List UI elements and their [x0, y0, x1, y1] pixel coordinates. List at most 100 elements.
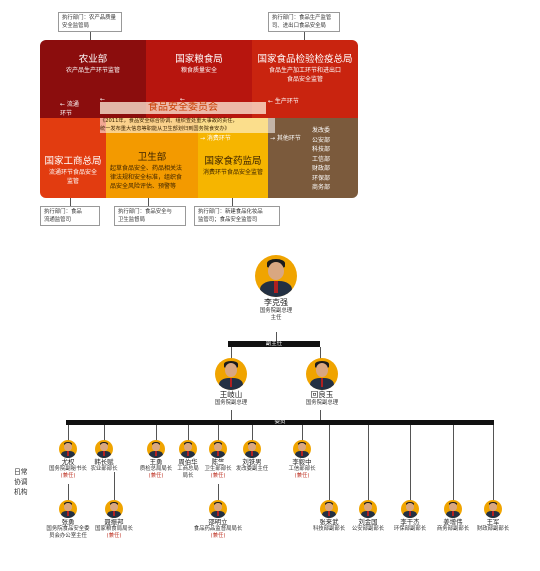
member-card: 李毅中工信部部长(兼任): [270, 440, 334, 480]
member-name: 王军: [486, 518, 500, 526]
cell-saic: 国家工商总局 流通环节食品安全 监管: [40, 118, 106, 198]
grain-sub: 粮食质量安全: [180, 67, 217, 74]
member-name: 张来武: [319, 518, 339, 526]
portrait-icon: [320, 500, 338, 518]
member-card: 张来武科技部副部长: [297, 500, 361, 533]
member-title: 财政部副部长: [476, 526, 510, 532]
connector: [304, 32, 305, 40]
member-title: 工信部部长: [288, 466, 316, 472]
moh-sub: 起草食品安全、药品相关法 律法规和安全标准，组织食 品安全风险评估、预警等: [110, 165, 183, 190]
member-title: 商务部副部长: [436, 526, 470, 532]
connector: [231, 347, 232, 359]
commission-note: 《2011年，食品安全综合协调、组织查处重大事故的责任， 统一发布重大信息等职能…: [100, 118, 275, 133]
portrait-icon: [95, 440, 113, 458]
members-bar: 委员: [66, 419, 494, 425]
member-card: 陈竺卫生部部长(兼任): [186, 440, 250, 480]
leader-left-title: 国务院副总理: [214, 400, 248, 406]
leader-left: 王岐山 国务院副总理: [201, 358, 261, 407]
aqsiq-sub: 食品生产加工环节和进出口 食品安全监管: [268, 67, 341, 83]
member-card: 周伯华工商总局 局长: [156, 440, 220, 480]
portrait-icon: [59, 440, 77, 458]
member-card: 李干杰环保部副部长: [378, 500, 442, 533]
moh-title: 卫生部: [137, 152, 167, 163]
member-name: 刘铁男: [242, 458, 262, 466]
connector: [276, 332, 277, 342]
member-card: 姜增伟商务部副部长: [421, 500, 485, 533]
member-title: 食品药品监督局局长: [193, 526, 243, 532]
connector: [232, 198, 233, 206]
portrait-icon: [293, 440, 311, 458]
connector: [90, 32, 91, 40]
note-agri-exec: 执行部门：农产品质量 安全监管局: [58, 12, 122, 32]
portrait-icon: [243, 440, 261, 458]
other-ministry-item: 财政部: [312, 165, 331, 172]
connector: [320, 410, 321, 420]
other-ministry-item: 科技部: [312, 146, 331, 153]
connector: [114, 472, 115, 500]
note-saic-exec: 执行部门：食品 流通监管司: [40, 206, 100, 226]
other-ministry-item: 环保部: [312, 174, 331, 182]
connector: [493, 425, 494, 501]
note-aqsiq-exec: 执行部门：食品生产监管 司、进出口食品安全局: [268, 12, 340, 32]
connector: [329, 425, 330, 501]
cell-others: [268, 118, 358, 198]
member-name: 周伯华: [178, 458, 198, 466]
cell-aqsiq: 国家食品检验检疫总局 食品生产加工环节和进出口 食品安全监管: [252, 40, 358, 118]
leader-top: 李克强 国务院副总理 主任: [246, 255, 306, 322]
leader-right: 回良玉 国务院副总理: [292, 358, 352, 407]
member-card: 尤权国务院副秘书长(兼任): [36, 440, 100, 480]
other-ministry-item: 商务部: [312, 184, 331, 191]
member-card: 聂振邦国家粮食局局长(兼任): [82, 500, 146, 540]
arrow-back-icon: ←: [180, 96, 186, 103]
connector: [188, 425, 189, 441]
member-card: 王勇质检总局局长(兼任): [124, 440, 188, 480]
connector: [410, 425, 411, 501]
member-name: 聂振邦: [104, 518, 124, 526]
leader-top-role: 主任: [270, 315, 282, 321]
connector: [453, 425, 454, 501]
member-title: 科技部副部长: [312, 526, 346, 532]
leader-left-name: 王岐山: [219, 390, 243, 399]
arrow-consumption: → 消费环节: [200, 135, 231, 142]
arrow-back-icon: ←: [100, 96, 106, 103]
member-card: 刘铁男发改委副主任: [220, 440, 284, 473]
member-title: 农业部部长: [90, 466, 118, 472]
member-concurrent: (兼任): [294, 473, 310, 479]
arrow-circulation: ← 流通环节: [60, 101, 79, 117]
portrait-icon: [484, 500, 502, 518]
member-title: 国家粮食局局长: [95, 526, 133, 532]
connector: [218, 425, 219, 441]
note-moh-exec: 执行部门：食品安全与 卫生监督局: [114, 206, 186, 226]
member-name: 姜增伟: [443, 518, 463, 526]
coordination-label: 日常 协调 机构: [14, 468, 28, 496]
connector: [68, 425, 69, 441]
portrait-icon: [215, 358, 247, 390]
arrow-other: → 其他环节: [270, 135, 301, 142]
vice-director-bar: 副主任: [228, 341, 320, 347]
member-card: 张勇国务院食品安全委 员会办公室主任: [36, 500, 100, 540]
member-title: 环保部副部长: [393, 526, 427, 532]
connector: [156, 425, 157, 441]
commission-label: 食品安全委员会: [100, 102, 266, 114]
member-title: 国务院副秘书长: [49, 466, 87, 472]
portrait-icon: [401, 500, 419, 518]
member-concurrent: (兼任): [148, 473, 164, 479]
member-concurrent: (兼任): [210, 533, 226, 539]
sfda-title: 国家食药监局: [204, 156, 262, 167]
portrait-icon: [359, 500, 377, 518]
connector: [104, 425, 105, 441]
member-name: 韩长赋: [94, 458, 114, 466]
portrait-icon: [105, 500, 123, 518]
arrow-production: ← 生产环节: [268, 98, 299, 105]
aqsiq-title: 国家食品检验检疫总局: [257, 54, 353, 65]
sfda-sub: 消费环节食品安全监管: [202, 169, 263, 176]
leader-right-name: 回良玉: [310, 390, 334, 399]
connector: [148, 198, 149, 206]
connector: [252, 425, 253, 441]
member-name: 王勇: [149, 458, 163, 466]
portrait-icon: [444, 500, 462, 518]
agri-title: 农业部: [78, 54, 108, 65]
member-card: 韩长赋农业部部长: [72, 440, 136, 473]
member-card: 刘金国公安部副部长: [336, 500, 400, 533]
connector: [368, 425, 369, 501]
